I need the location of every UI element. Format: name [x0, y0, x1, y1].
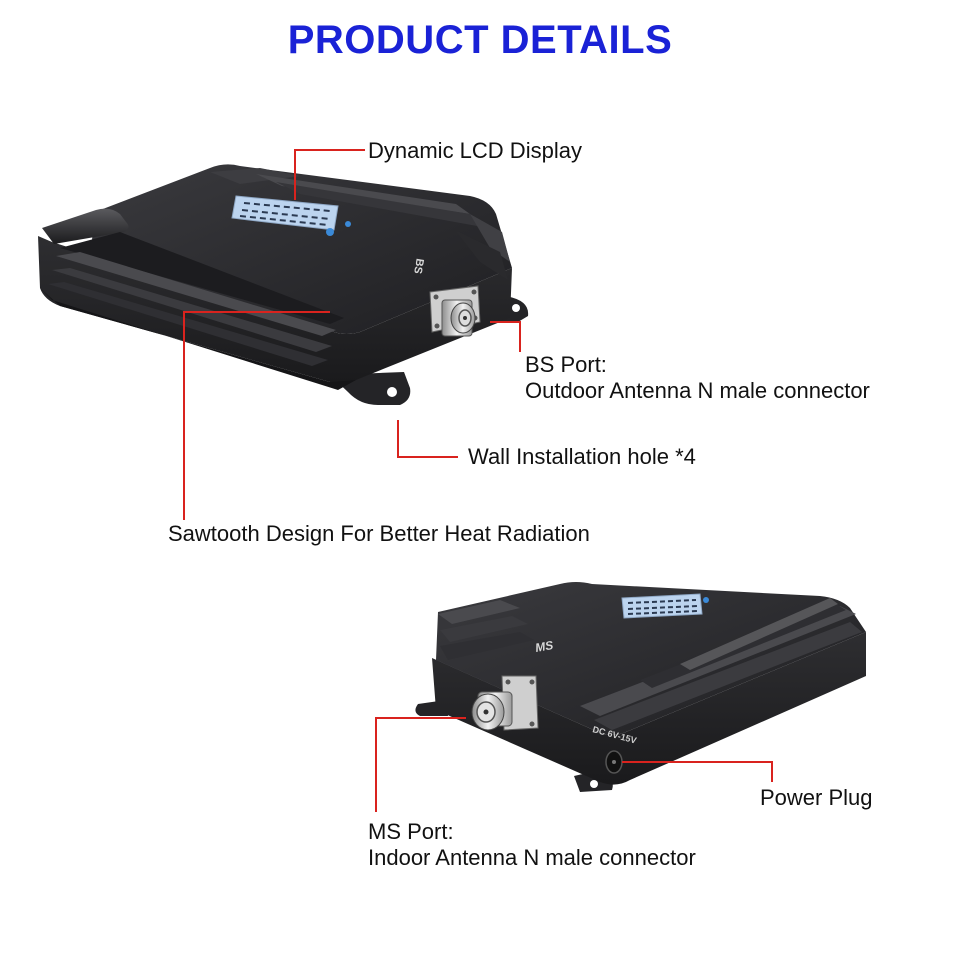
- wall-hole-leader-line: [397, 420, 458, 458]
- top-unit-heat-fins: [42, 168, 510, 366]
- sawtooth-leader-line: [183, 311, 330, 520]
- bottom-repeater-unit: MS DC 6V-15V: [415, 582, 866, 792]
- callout-ms-port-desc: Indoor Antenna N male connector: [368, 845, 696, 870]
- bs-port-leader-line: [490, 321, 521, 352]
- callout-power-plug: Power Plug: [760, 785, 873, 810]
- top-unit-port-label: BS: [411, 258, 425, 275]
- callout-bs-port: BS Port: Outdoor Antenna N male connecto…: [525, 352, 870, 404]
- power-jack-icon: [605, 750, 623, 774]
- bottom-unit-heat-fins: [438, 598, 862, 730]
- bottom-unit-led-icon: [703, 597, 709, 603]
- top-unit-mount-hole-icon: [387, 387, 397, 397]
- bs-port-connector-icon: [429, 285, 481, 337]
- top-unit-led-icon: [345, 221, 351, 227]
- callout-bs-port-desc: Outdoor Antenna N male connector: [525, 378, 870, 403]
- bottom-leader-lines: [375, 717, 773, 812]
- top-leader-lines: [183, 149, 521, 520]
- bottom-unit-front-face: [432, 632, 866, 785]
- power-plug-leader-line: [622, 761, 773, 782]
- top-unit-led-icon: [326, 228, 334, 236]
- bottom-unit-lcd-display: [621, 593, 703, 619]
- bottom-unit-mount-hole-icon: [590, 780, 598, 788]
- top-unit-front-face: [38, 236, 512, 384]
- callout-sawtooth: Sawtooth Design For Better Heat Radiatio…: [168, 521, 590, 546]
- ms-port-leader-line: [375, 717, 466, 812]
- top-unit-lcd-display: [231, 195, 339, 231]
- callout-ms-port-title: MS Port:: [368, 819, 454, 844]
- callout-lcd-display: Dynamic LCD Display: [368, 138, 582, 163]
- callout-wall-holes: Wall Installation hole *4: [468, 444, 696, 469]
- callout-ms-port: MS Port: Indoor Antenna N male connector: [368, 819, 696, 871]
- lcd-leader-line: [294, 149, 365, 200]
- top-unit-mount-hole-icon: [512, 304, 520, 312]
- callout-bs-port-title: BS Port:: [525, 352, 607, 377]
- bottom-unit-port-label: MS: [534, 638, 554, 655]
- top-repeater-unit: BS: [38, 164, 529, 405]
- bottom-unit-top-panel: [436, 582, 866, 735]
- page-title: PRODUCT DETAILS: [287, 18, 673, 62]
- ms-port-connector-icon: [471, 675, 539, 731]
